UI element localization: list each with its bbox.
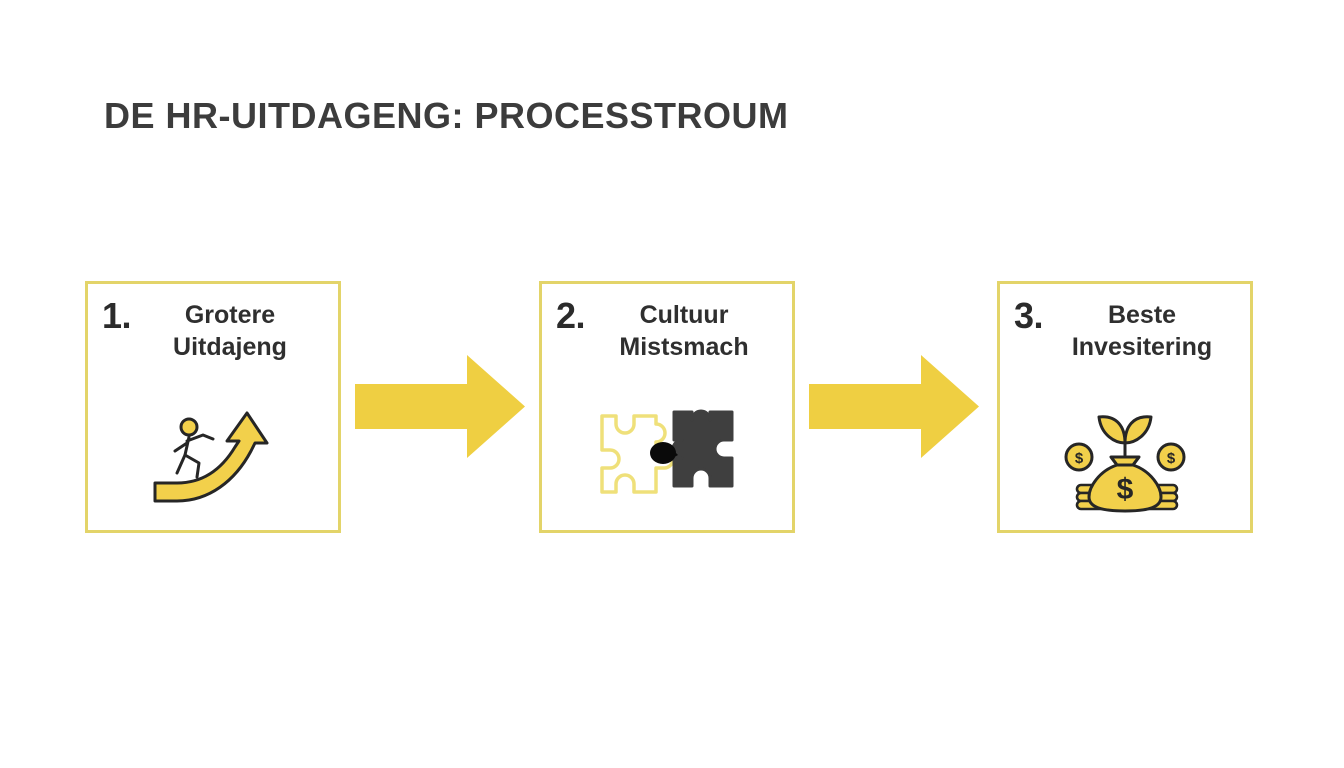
step-icon-wrap-3: $ $ $ xyxy=(1000,404,1250,514)
page-title: DE HR-UITDAGENG: PROCESSTROUM xyxy=(104,95,789,136)
flow-connector-arrow-1 xyxy=(355,355,525,458)
arrow-right-icon xyxy=(809,355,979,458)
money-bag-growth-icon: $ $ $ xyxy=(1064,415,1186,513)
process-step-card-1[interactable]: 1. Grotere Uitdajeng xyxy=(85,281,341,533)
step-heading-1: Grotere Uitdajeng xyxy=(98,300,328,363)
process-step-card-2[interactable]: 2. Cultuur Mistsmach xyxy=(539,281,795,533)
step-label-3: Beste Invesitering xyxy=(1071,301,1213,361)
svg-text:$: $ xyxy=(1075,450,1084,467)
step-heading-3: Beste Invesitering xyxy=(1010,300,1240,363)
step-label-1: Grotere Uitdajeng xyxy=(173,301,287,361)
step-number-2: 2. xyxy=(556,295,586,336)
process-step-card-3[interactable]: 3. Beste Invesitering $ $ xyxy=(997,281,1253,533)
step-icon-wrap-1 xyxy=(88,404,338,514)
step-number-3: 3. xyxy=(1014,295,1044,336)
arrow-right-icon xyxy=(355,355,525,458)
step-label-2: Cultuur Mistsmach xyxy=(619,301,749,361)
step-icon-wrap-2 xyxy=(542,404,792,514)
step-heading-2: Cultuur Mistsmach xyxy=(552,300,782,363)
svg-text:$: $ xyxy=(1117,473,1134,506)
step-number-1: 1. xyxy=(102,295,132,336)
person-running-up-arrow-icon xyxy=(153,411,269,503)
process-flow: 1. Grotere Uitdajeng xyxy=(0,281,1344,537)
svg-text:$: $ xyxy=(1167,450,1176,467)
puzzle-pieces-mismatch-icon xyxy=(600,409,734,494)
flow-connector-arrow-2 xyxy=(809,355,979,458)
